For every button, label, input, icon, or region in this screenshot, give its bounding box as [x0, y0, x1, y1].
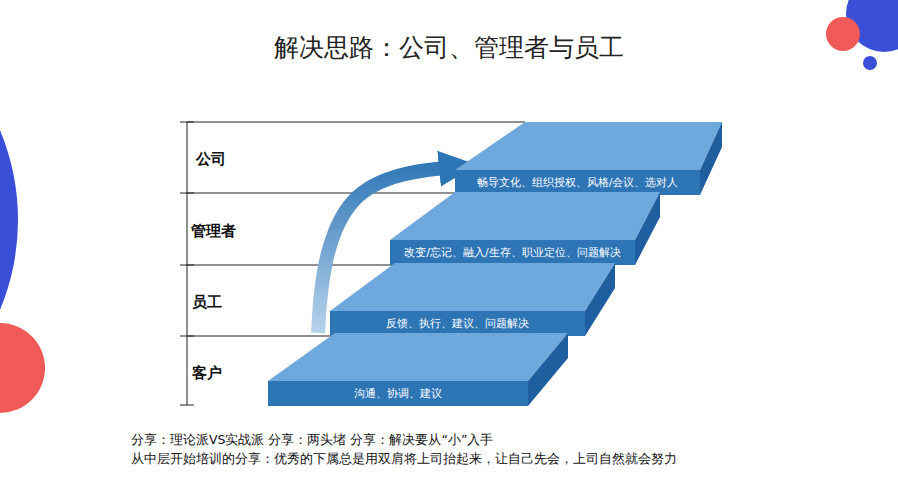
level-label: 公司 — [196, 150, 226, 168]
note-text: 分享：理论派VS实战派 分享：两头堵 分享：解决要从“小”入手 — [131, 432, 493, 447]
level-label: 管理者 — [191, 222, 236, 240]
step-slab: 反馈、执行、建议、问题解决 — [330, 263, 615, 336]
step-text: 反馈、执行、建议、问题解决 — [386, 318, 529, 329]
note-text: 从中层开始培训的分享：优秀的下属总是用双肩将上司抬起来，让自己先会，上司自然就会… — [131, 451, 677, 466]
title: 解决思路：公司、管理者与员工 — [274, 33, 624, 63]
blue-dot — [863, 56, 877, 70]
step-slab: 畅导文化、组织授权、风格/会议、选对人 — [455, 122, 722, 195]
step-text: 沟通、协调、建议 — [354, 388, 442, 399]
red-circle — [826, 17, 860, 51]
level-label: 员工 — [192, 293, 222, 311]
red-circle — [0, 323, 45, 413]
step-text: 改变/忘记、融入/生存、职业定位、问题解决 — [404, 247, 620, 258]
step-slab: 改变/忘记、融入/生存、职业定位、问题解决 — [390, 192, 660, 265]
step-slab: 沟通、协调、建议 — [268, 333, 568, 406]
step-text: 畅导文化、组织授权、风格/会议、选对人 — [477, 177, 679, 188]
level-label: 客户 — [192, 364, 222, 382]
